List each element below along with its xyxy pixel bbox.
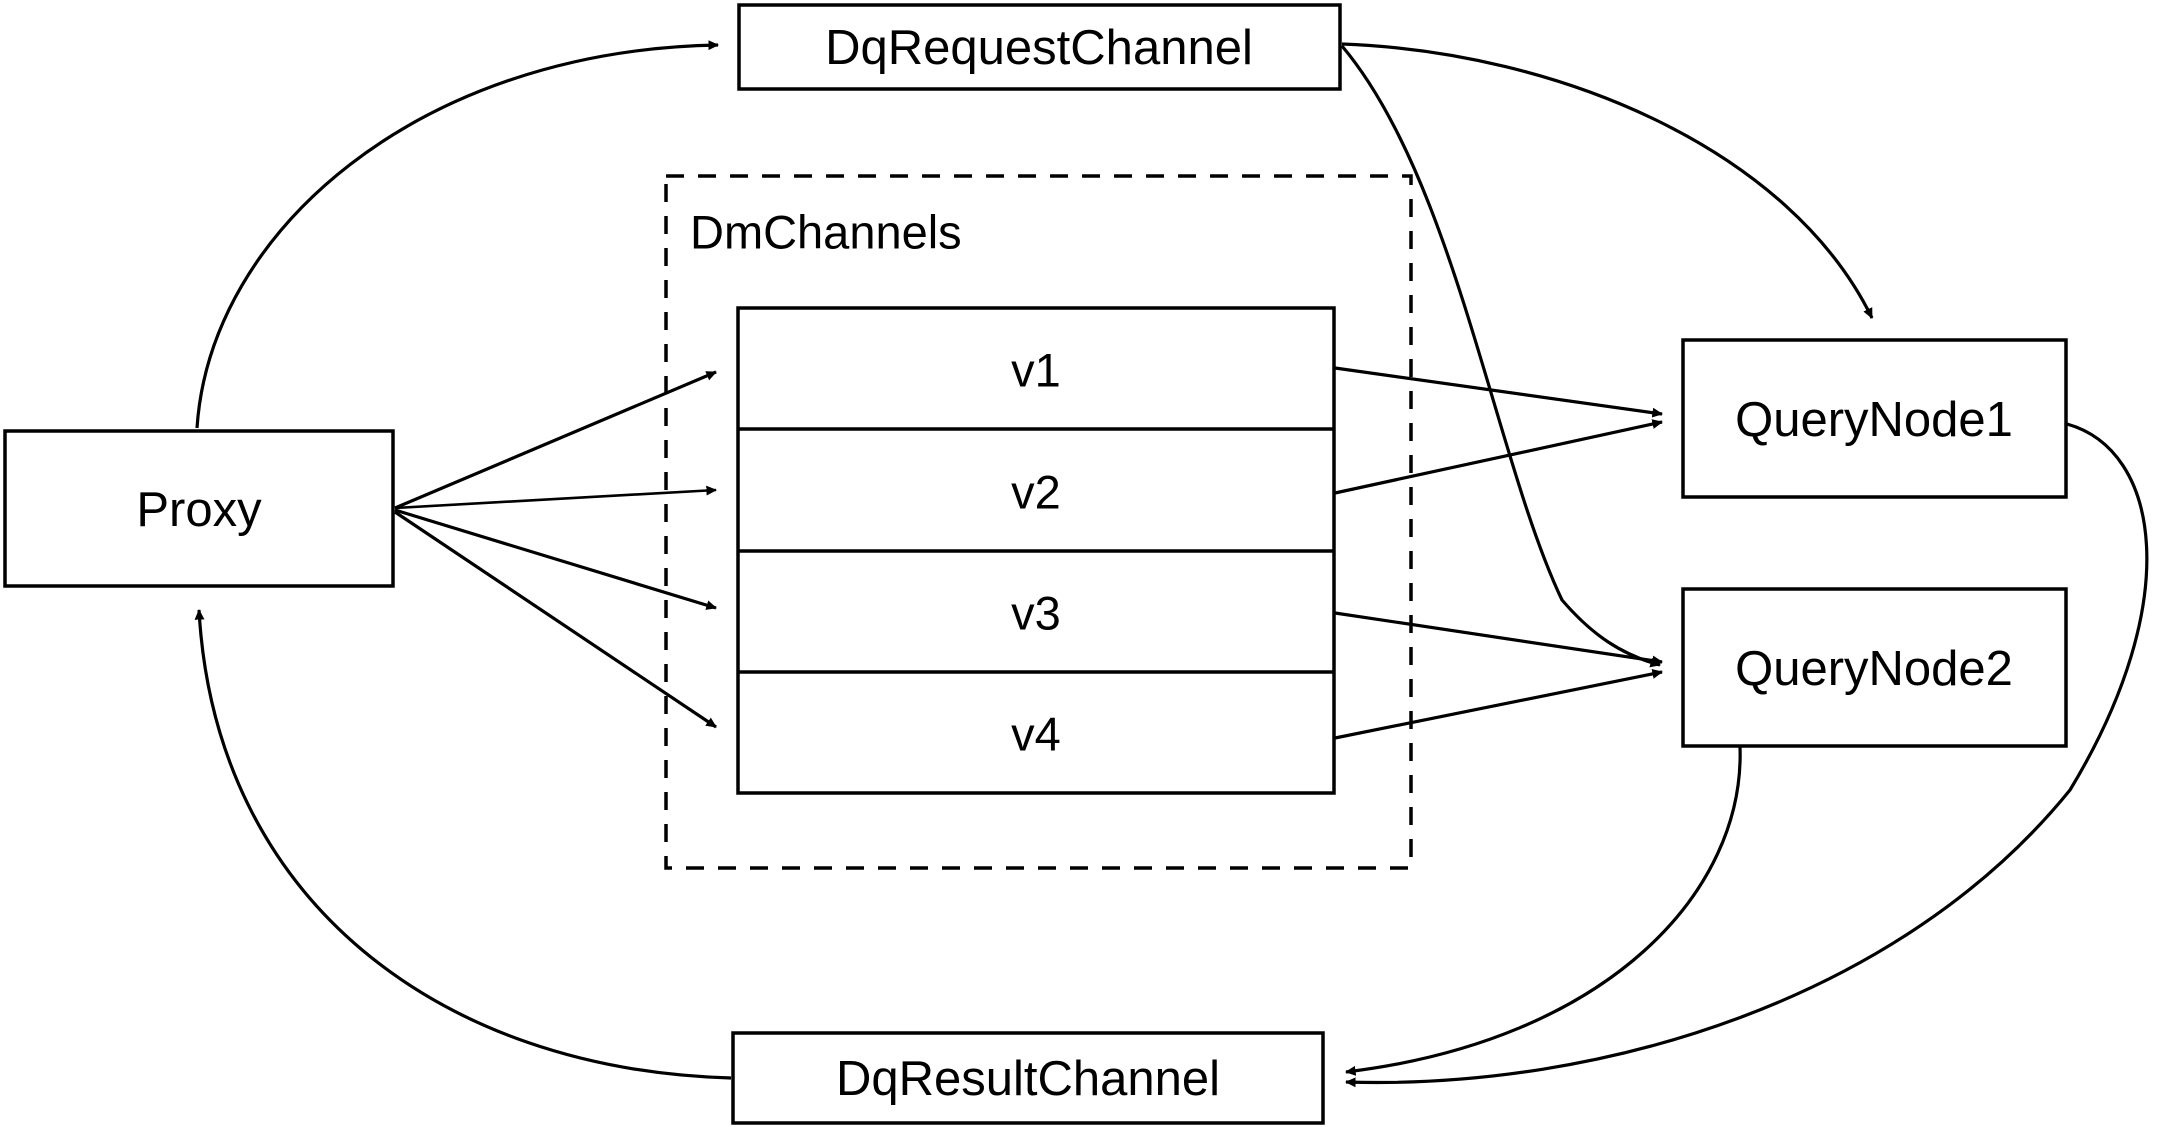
query-node-2-box[interactable] xyxy=(1681,587,2068,748)
edge-v1-to-querynode1 xyxy=(1334,366,1663,418)
shard-label-v1: v1 xyxy=(1011,344,1061,397)
node-dq-result-channel[interactable]: DqResultChannel xyxy=(731,1031,1325,1125)
dmchannels-group: DmChannels xyxy=(664,174,1413,870)
edge-v4-to-querynode2 xyxy=(1334,669,1663,740)
edge-dqrequestchannel-to-querynode1 xyxy=(1341,42,1874,319)
node-query-node-2[interactable]: QueryNode2 xyxy=(1681,587,2068,748)
dq-request-channel-box[interactable] xyxy=(737,3,1342,91)
node-proxy[interactable]: Proxy xyxy=(3,429,395,588)
edge-querynode2-to-dqresultchannel xyxy=(1344,746,1742,1076)
edge-querynode1-to-dqresultchannel xyxy=(1344,422,2149,1088)
dq-result-channel-box[interactable] xyxy=(731,1031,1325,1125)
node-dq-request-channel[interactable]: DqRequestChannel xyxy=(737,3,1342,91)
edge-proxy-to-v2 xyxy=(394,485,718,510)
shard-stack: v1 v2 v3 v4 xyxy=(736,306,1336,795)
dmchannels-group-border xyxy=(664,174,1413,870)
proxy-box[interactable] xyxy=(3,429,395,588)
shard-label-v4: v4 xyxy=(1011,708,1061,761)
shard-label-v3: v3 xyxy=(1011,587,1061,640)
edge-dqrequestchannel-to-querynode2 xyxy=(1340,44,1661,668)
edge-proxy-to-dqrequestchannel xyxy=(195,40,720,429)
edge-proxy-to-v4 xyxy=(394,510,717,729)
dmchannels-group-label: DmChannels xyxy=(690,206,962,259)
edge-dqresultchannel-to-proxy xyxy=(194,608,732,1080)
proxy-label: Proxy xyxy=(136,483,262,537)
query-node-1-label: QueryNode1 xyxy=(1735,393,2013,447)
edge-v2-to-querynode1 xyxy=(1334,419,1663,495)
edge-v3-to-querynode2 xyxy=(1334,611,1663,666)
dq-result-channel-label: DqResultChannel xyxy=(836,1052,1220,1106)
query-node-2-label: QueryNode2 xyxy=(1735,642,2013,696)
query-node-1-box[interactable] xyxy=(1681,338,2068,499)
edge-proxy-to-v1 xyxy=(394,370,717,510)
edge-layer xyxy=(194,40,2149,1088)
dq-request-channel-label: DqRequestChannel xyxy=(825,21,1253,75)
node-query-node-1[interactable]: QueryNode1 xyxy=(1681,338,2068,499)
shard-label-v2: v2 xyxy=(1011,466,1061,519)
edge-proxy-to-v3 xyxy=(394,508,717,610)
